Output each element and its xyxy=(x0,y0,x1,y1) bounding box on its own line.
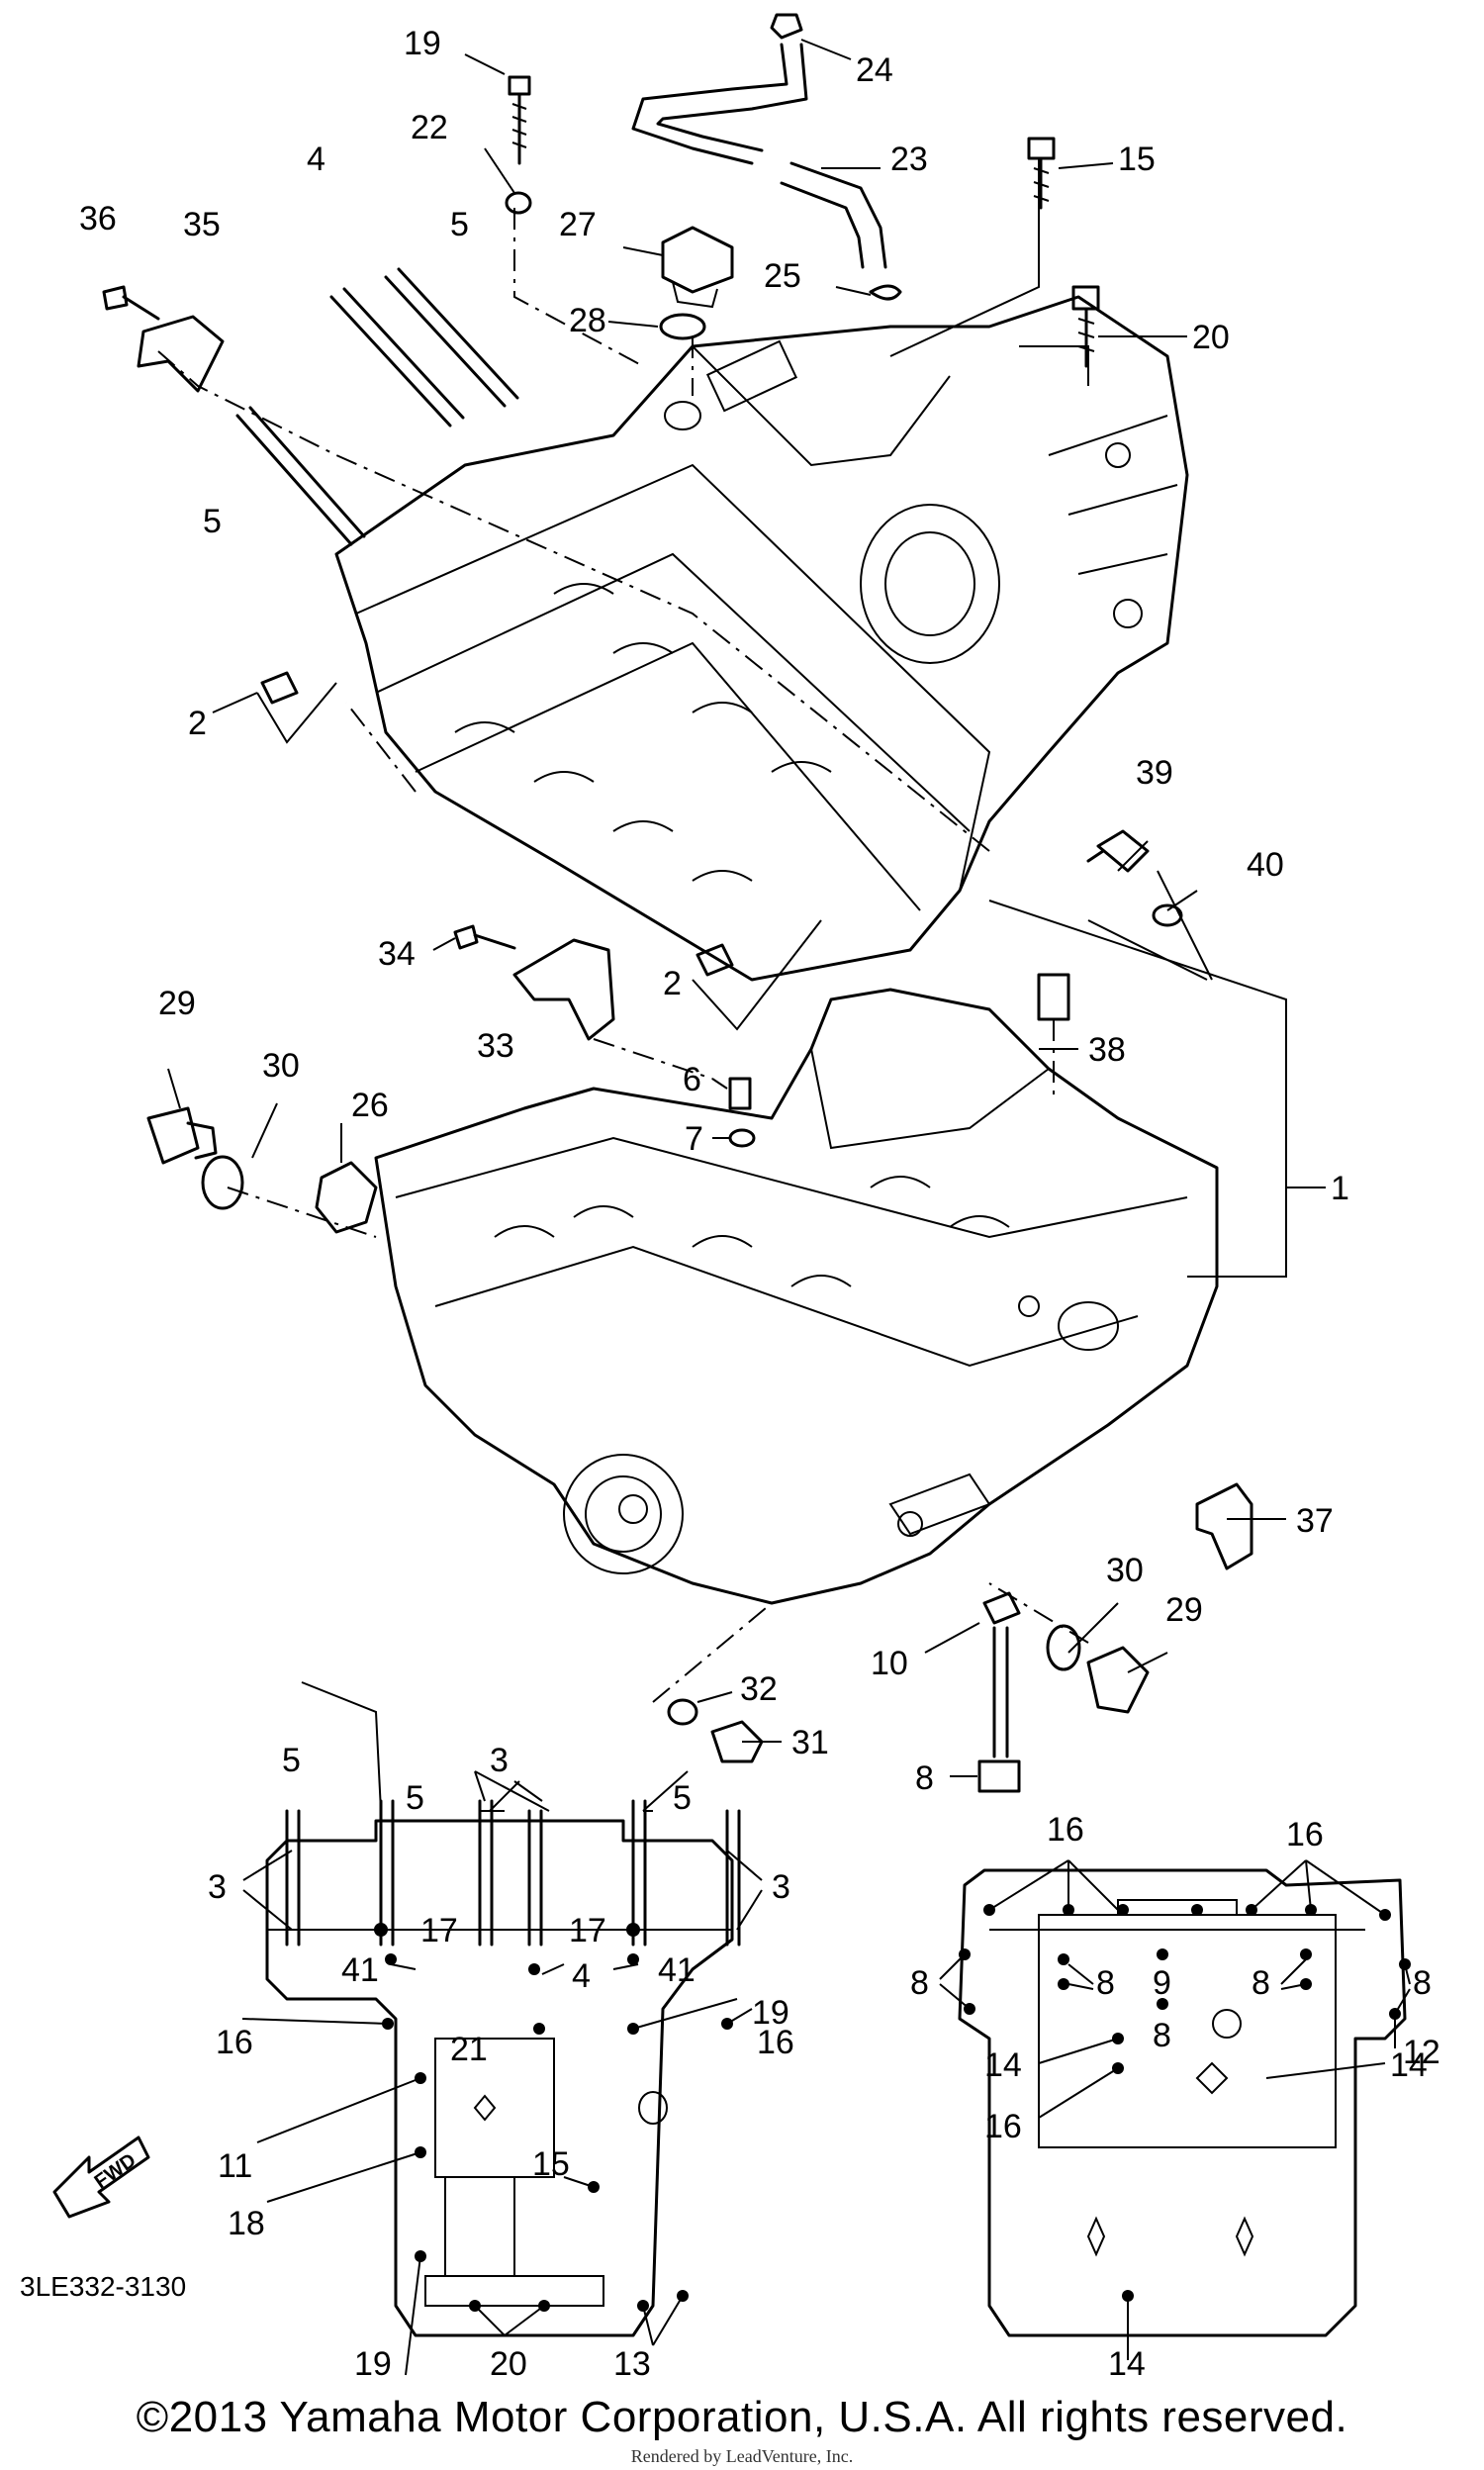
callouts-right-detail: 16 16 8 8 9 8 8 8 12 14 14 16 14 xyxy=(910,1811,1440,2383)
leader-lines xyxy=(157,39,1326,1777)
callout-19: 19 xyxy=(404,25,441,62)
small-parts xyxy=(102,13,1253,1793)
callout-20: 20 xyxy=(490,2345,527,2383)
callout-12: 12 xyxy=(1403,2034,1440,2071)
callout-41: 41 xyxy=(658,1951,696,1989)
callout-5: 5 xyxy=(673,1779,692,1817)
detail-view-right xyxy=(939,1859,1411,2360)
lower-crankcase xyxy=(374,988,1219,1605)
callout-4: 4 xyxy=(572,1957,591,1995)
callout-39: 39 xyxy=(1136,754,1173,792)
callout-29: 29 xyxy=(1165,1591,1203,1629)
upper-crankcase xyxy=(334,295,1189,982)
callout-5: 5 xyxy=(282,1742,301,1779)
callout-19: 19 xyxy=(354,2345,392,2383)
callout-22: 22 xyxy=(411,109,448,146)
callout-17: 17 xyxy=(420,1912,458,1949)
callout-38: 38 xyxy=(1088,1031,1126,1069)
callout-5: 5 xyxy=(203,503,222,540)
callout-40: 40 xyxy=(1247,846,1284,884)
callout-8: 8 xyxy=(1252,1964,1270,2002)
callout-29: 29 xyxy=(158,985,196,1022)
callout-15: 15 xyxy=(532,2145,570,2183)
callout-9: 9 xyxy=(1153,1964,1171,2002)
detail-view-left xyxy=(52,1681,763,2376)
callout-8: 8 xyxy=(1413,1964,1432,2002)
callout-2: 2 xyxy=(663,965,682,1002)
forward-arrow-icon xyxy=(52,2136,150,2219)
callout-19: 19 xyxy=(752,1994,789,2032)
watermark: Rendered by LeadVenture, Inc. xyxy=(630,2446,854,2466)
callout-36: 36 xyxy=(79,200,117,238)
callout-6: 6 xyxy=(683,1061,701,1098)
callout-5: 5 xyxy=(406,1779,424,1817)
callout-41: 41 xyxy=(341,1951,379,1989)
callout-11: 11 xyxy=(218,2147,252,2185)
figure-code: 3LE332-3130 xyxy=(20,2271,186,2302)
callout-24: 24 xyxy=(856,51,893,89)
callout-8: 8 xyxy=(915,1759,934,1797)
callout-3: 3 xyxy=(208,1868,227,1906)
callouts-main: 19 24 22 23 4 5 15 36 35 27 25 28 20 5 2… xyxy=(79,25,1349,1797)
callout-31: 31 xyxy=(791,1724,829,1761)
callout-17: 17 xyxy=(569,1912,606,1949)
callout-5: 5 xyxy=(450,206,469,243)
callout-3: 3 xyxy=(490,1742,509,1779)
callout-3: 3 xyxy=(772,1868,790,1906)
callout-33: 33 xyxy=(477,1027,514,1065)
callout-1: 1 xyxy=(1331,1170,1349,1207)
callout-35: 35 xyxy=(183,206,221,243)
callout-34: 34 xyxy=(378,935,416,973)
callout-28: 28 xyxy=(569,302,606,339)
callout-14: 14 xyxy=(984,2046,1022,2084)
callout-26: 26 xyxy=(351,1087,389,1124)
callout-30: 30 xyxy=(262,1047,300,1085)
callout-16: 16 xyxy=(1047,1811,1084,1849)
callout-20: 20 xyxy=(1192,319,1230,356)
callout-16: 16 xyxy=(984,2108,1022,2145)
callout-2: 2 xyxy=(188,705,207,742)
callout-14: 14 xyxy=(1108,2345,1146,2383)
callout-21: 21 xyxy=(450,2031,488,2068)
callout-8: 8 xyxy=(1096,1964,1115,2002)
callout-27: 27 xyxy=(559,206,597,243)
callouts-left-detail: 5 3 5 5 3 3 17 17 41 41 4 19 21 16 16 11… xyxy=(20,1742,794,2383)
callout-10: 10 xyxy=(871,1645,908,1682)
callout-23: 23 xyxy=(890,141,928,178)
callout-30: 30 xyxy=(1106,1552,1144,1589)
callout-7: 7 xyxy=(685,1120,703,1158)
callout-13: 13 xyxy=(613,2345,651,2383)
copyright-notice: ©2013 Yamaha Motor Corporation, U.S.A. A… xyxy=(136,2393,1348,2441)
callout-8: 8 xyxy=(910,1964,929,2002)
callout-16: 16 xyxy=(216,2024,253,2061)
callout-37: 37 xyxy=(1296,1502,1334,1540)
callout-18: 18 xyxy=(228,2205,265,2242)
callout-16: 16 xyxy=(1286,1816,1324,1853)
callout-14: 14 xyxy=(1390,2046,1428,2084)
fwd-label: FWD xyxy=(91,2149,140,2193)
callout-32: 32 xyxy=(740,1670,778,1708)
callout-16: 16 xyxy=(757,2024,794,2061)
callout-15: 15 xyxy=(1118,141,1156,178)
callout-8: 8 xyxy=(1153,2017,1171,2054)
callout-4: 4 xyxy=(307,141,325,178)
callout-25: 25 xyxy=(764,257,801,295)
